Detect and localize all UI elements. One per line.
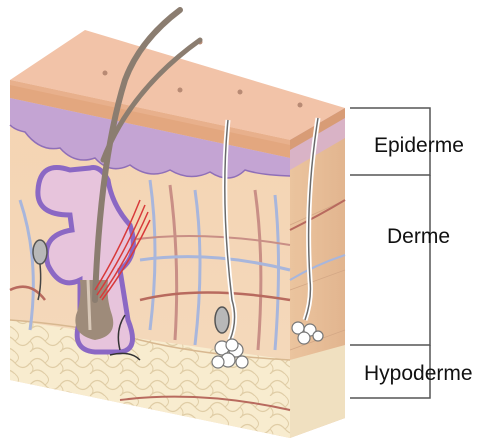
label-dermis: Derme [387,225,450,248]
pore-dot [178,88,183,93]
label-epidermis: Epiderme [374,134,464,157]
pore-dot [238,90,243,95]
pore-dot [103,71,108,76]
pore-dot [298,103,303,108]
label-hypodermis: Hypoderme [364,362,473,385]
